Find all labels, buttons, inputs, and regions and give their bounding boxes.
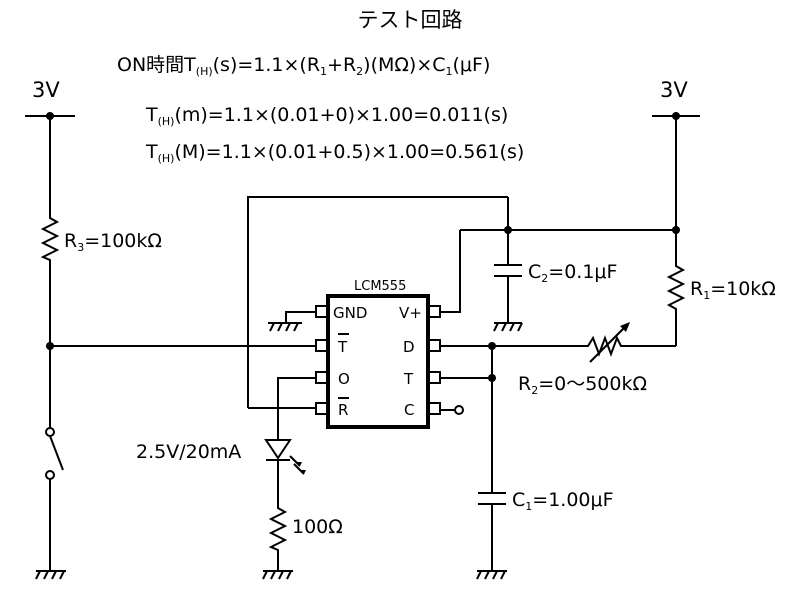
c1-label: C1=1.00μF: [512, 489, 614, 513]
pin-output-label: O: [338, 370, 350, 388]
formula-main: ON時間T(H)(s)=1.1×(R1+R2)(MΩ)×C1(μF): [117, 54, 490, 78]
push-switch: [45, 427, 64, 480]
wire-output: [277, 377, 316, 440]
pin-control-label: C: [404, 401, 414, 419]
capacitor-c2: [494, 264, 522, 277]
control-open-terminal: [454, 405, 464, 415]
resistor-r1: [666, 262, 686, 314]
r1-label: R1=10kΩ: [690, 278, 776, 302]
pin-gnd-label: GND: [333, 304, 367, 322]
r2-label: R2=0～500kΩ: [518, 373, 647, 397]
c2-label: C2=0.1μF: [528, 261, 617, 285]
r2-variable-arrow-line: [589, 323, 629, 363]
supply-left-label: 3V: [32, 78, 60, 102]
resistor-r2: [582, 335, 627, 357]
pin-threshold-label: T: [403, 370, 414, 388]
led-label: 2.5V/20mA: [136, 441, 241, 463]
supply-right-label: 3V: [660, 78, 688, 102]
wire-gnd-pin: [285, 311, 316, 322]
r2-variable-arrow-head: [620, 322, 630, 332]
pin-vplus-label: V+: [399, 304, 422, 322]
led: [264, 439, 306, 475]
ground-left: [35, 570, 66, 580]
resistor-r3: [40, 212, 60, 266]
formula-min: T(H)(m)=1.1×(0.01+0)×1.00=0.011(s): [145, 104, 508, 128]
formula-max: T(H)(M)=1.1×(0.01+0.5)×1.00=0.561(s): [145, 141, 524, 165]
ground-led: [262, 570, 293, 580]
ground-chip: [268, 322, 302, 332]
r3-label: R3=100kΩ: [64, 230, 162, 254]
pin-reset-label: R: [338, 401, 348, 419]
ground-c2: [493, 322, 523, 332]
wire-vplus-pin: [440, 230, 461, 313]
wire-reset-loop: [247, 196, 508, 408]
pin-discharge-label: D: [403, 338, 415, 356]
resistor-led: [268, 504, 288, 555]
r-led-label: 100Ω: [292, 516, 343, 538]
chip-lcm555-body: [326, 294, 430, 429]
pin-trigger-label: T: [337, 338, 348, 356]
diagram-title: テスト回路: [358, 8, 463, 32]
capacitor-c1: [478, 492, 506, 505]
chip-name: LCM555: [354, 279, 406, 294]
ground-c1: [476, 570, 507, 580]
